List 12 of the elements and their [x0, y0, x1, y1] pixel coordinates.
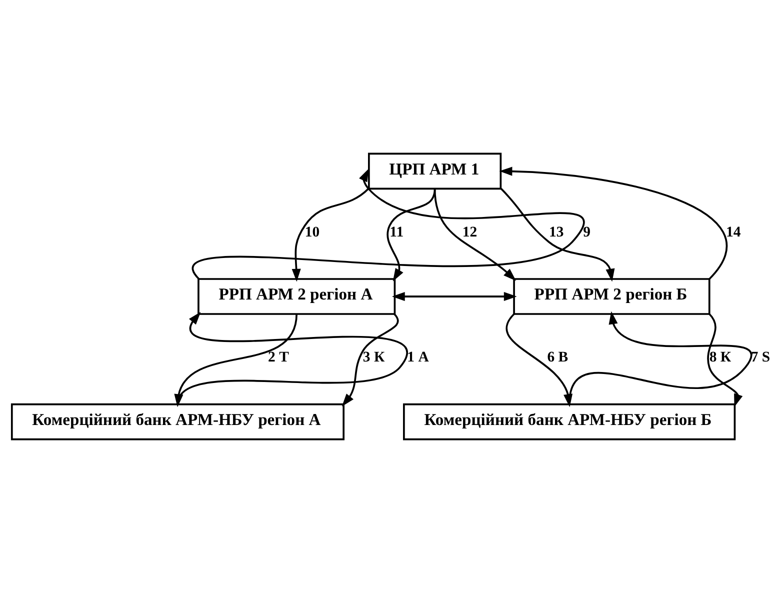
edge-label: 9: [583, 224, 591, 240]
edge-label: 12: [462, 224, 478, 240]
edge-label: 14: [726, 224, 741, 240]
edge-label: 10: [304, 224, 320, 240]
edge-label: 6 В: [547, 350, 568, 366]
edge-label: 3 К: [362, 350, 385, 366]
edge-label: 13: [549, 224, 564, 240]
edge-label: 8 К: [709, 350, 732, 366]
edge-label: 2 Т: [268, 350, 289, 366]
edge-label: 1 А: [407, 350, 429, 366]
edge-label: 11: [390, 224, 404, 240]
edge-label: 7 S: [750, 350, 770, 366]
